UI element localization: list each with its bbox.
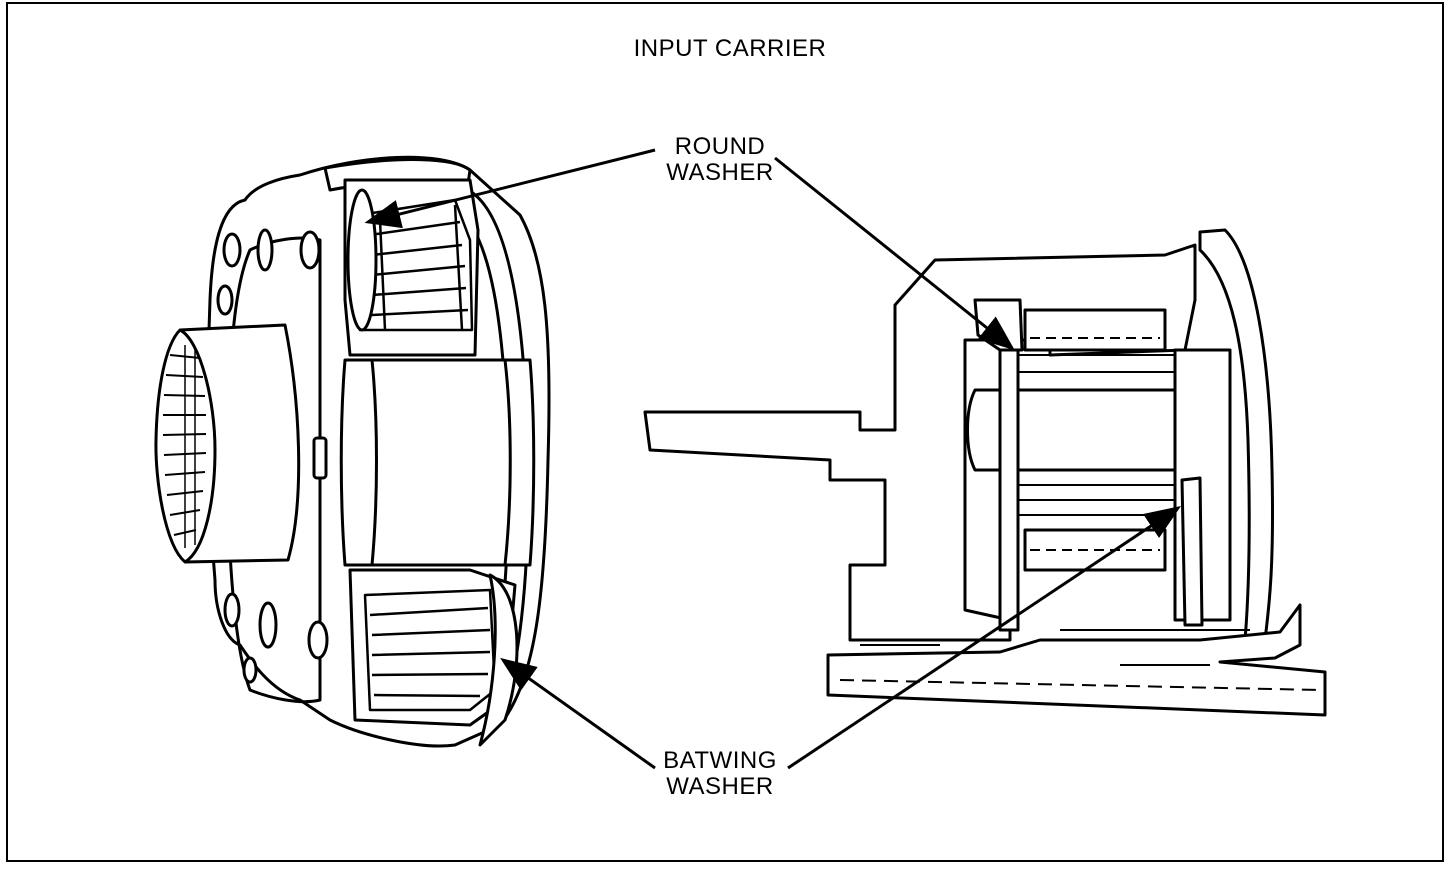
flange-hole (307, 620, 329, 660)
carrier-cross-section (643, 228, 1327, 717)
hub-splines (162, 345, 207, 548)
batwing-washer-label: BATWING WASHER (640, 748, 800, 800)
round-washer-label-line2: WASHER (666, 159, 774, 186)
section-pinion-upper (1023, 308, 1167, 352)
flange-hole (223, 592, 241, 628)
section-needle-bearings (1015, 337, 1185, 551)
carrier-perspective-drawing (154, 155, 551, 748)
section-side-plate-left (998, 348, 1020, 632)
round-washer-leader-left (364, 148, 656, 229)
section-base-hatch (839, 629, 1321, 691)
flange-hole (222, 232, 242, 268)
batwing-washer-leader-right (787, 506, 1181, 770)
callout-leaders (364, 148, 1181, 770)
carrier-hub-sleeve-face (179, 328, 217, 564)
carrier-center-web-edge (370, 359, 512, 566)
upper-pinion-gear (358, 198, 474, 332)
carrier-center-web (339, 358, 536, 567)
batwing-washer-label-line1: BATWING (663, 747, 777, 774)
upper-round-washer (346, 188, 378, 332)
carrier-tab (312, 436, 328, 480)
diagram-title: INPUT CARRIER (633, 35, 827, 62)
flange-hole (242, 656, 258, 684)
flange-hole (258, 601, 278, 649)
lower-batwing-washer (478, 573, 519, 747)
batwing-washer-leader-left (500, 657, 656, 770)
flange-hole (299, 230, 321, 270)
round-washer-label-line1: ROUND (674, 133, 766, 160)
round-washer-label: ROUND WASHER (640, 134, 800, 186)
flange-hole (216, 284, 234, 316)
lower-pinion-gear (363, 588, 497, 712)
section-pinion-pin (966, 388, 1230, 472)
section-batwing-washer (1180, 476, 1204, 627)
round-washer-leader-right (774, 156, 1015, 351)
batwing-washer-label-line2: WASHER (666, 773, 774, 800)
carrier-hub-sleeve (154, 323, 301, 564)
flange-hole (256, 228, 274, 272)
